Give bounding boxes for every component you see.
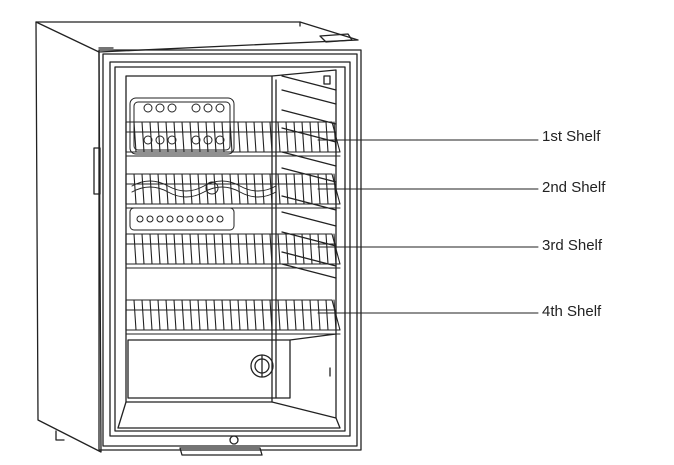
wire-shelf-1st (125, 121, 341, 157)
shelf-label-2nd: 2nd Shelf (542, 179, 606, 196)
leader-lines (317, 139, 539, 314)
door-frame (93, 49, 362, 451)
cabinet-body (35, 21, 359, 456)
door-handle (93, 147, 101, 195)
lock-icon (229, 435, 239, 445)
wire-shelves (125, 121, 341, 335)
wire-shelf-4th (125, 299, 341, 335)
wire-shelf-2nd (125, 173, 341, 209)
rear-panel (129, 97, 277, 231)
shelf-label-1st: 1st Shelf (542, 128, 601, 145)
shelf-label-4th: 4th Shelf (542, 303, 602, 320)
wire-shelf-3rd (125, 233, 341, 269)
thermostat-knob (127, 333, 337, 399)
interior-walls (117, 69, 341, 429)
shelf-label-3rd: 3rd Shelf (542, 237, 603, 254)
